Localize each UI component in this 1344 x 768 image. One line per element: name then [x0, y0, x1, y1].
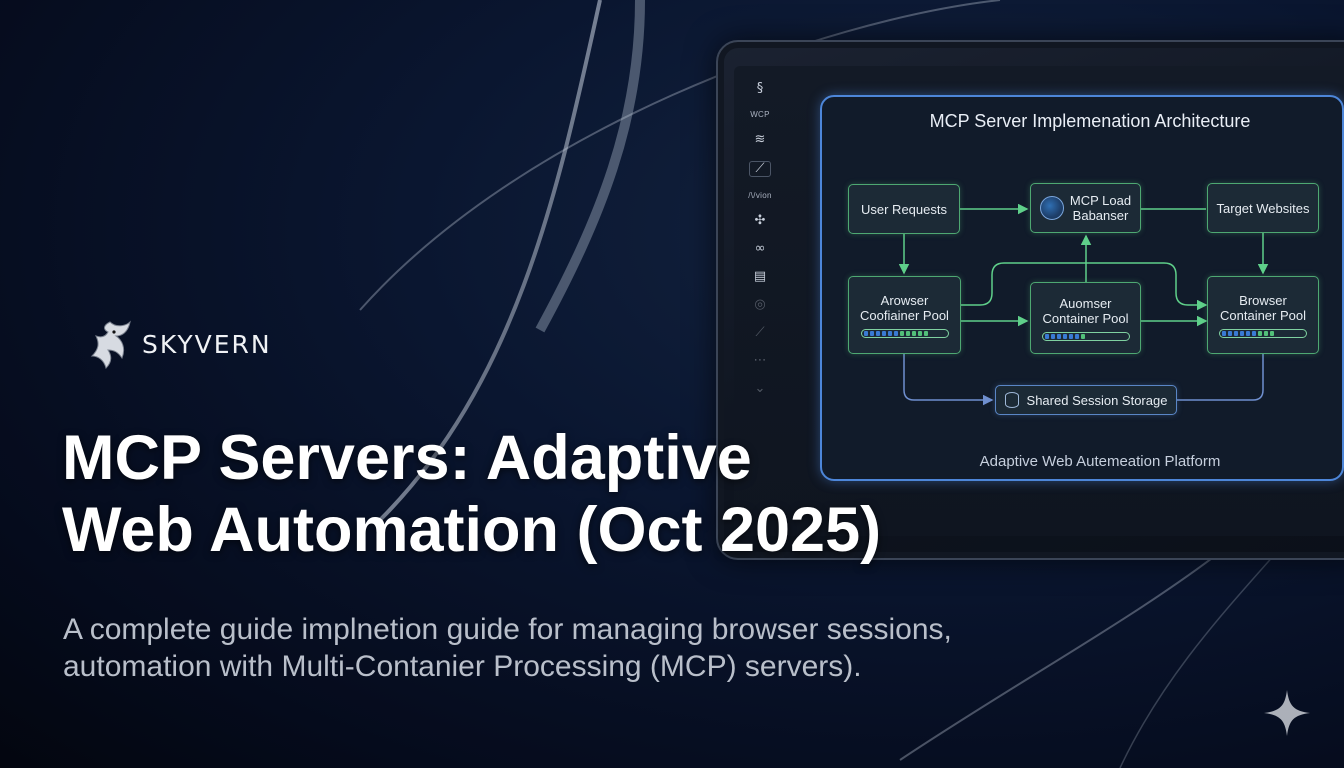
browser-pool-right-node[interactable]: Browser Container Pool — [1207, 276, 1319, 354]
shared-storage-label: Shared Session Storage — [1026, 392, 1168, 408]
dragon-small-icon[interactable]: § — [756, 81, 764, 96]
sparkle-icon — [1264, 690, 1310, 736]
fan-icon[interactable]: ✣ — [754, 213, 766, 228]
database-icon — [1004, 392, 1019, 408]
app-sidebar: § WCP ≋ ⟋ /\/vion ✣ ∞ ▤ ◎ ⟋ ⋯ ⌄ — [738, 72, 782, 396]
shared-storage-node[interactable]: Shared Session Storage — [995, 385, 1177, 415]
stack-icon[interactable]: ≋ — [754, 132, 766, 147]
load-balancer-label-line1: MCP Load — [1069, 193, 1132, 208]
sidebar-label-top: WCP — [750, 110, 770, 119]
user-requests-node[interactable]: User Requests — [848, 184, 960, 234]
load-balancer-node[interactable]: MCP Load Babanser — [1030, 183, 1141, 233]
target-websites-label: Target Websites — [1216, 200, 1310, 216]
subtitle-line-2: automation with Multi-Contanier Processi… — [63, 650, 862, 683]
infinity-icon[interactable]: ∞ — [754, 241, 766, 256]
target-websites-node[interactable]: Target Websites — [1207, 183, 1319, 233]
brand: SKYVERN — [86, 318, 272, 370]
page-subtitle: A complete guide implnetion guide for ma… — [63, 611, 1143, 685]
sidebar-label-mid: /\/vion — [748, 191, 772, 200]
pool-left-label-line1: Arowser — [880, 292, 929, 308]
load-balancer-label-line2: Babanser — [1072, 208, 1129, 223]
cookie-icon — [1039, 196, 1064, 220]
diagram-title: MCP Server Implemenation Architecture — [929, 111, 1251, 131]
brand-name: SKYVERN — [142, 329, 272, 359]
document-icon[interactable]: ▤ — [753, 269, 767, 284]
browser-pool-left-node[interactable]: Arowser Coofiainer Pool — [848, 276, 961, 354]
dragon-icon — [90, 320, 131, 369]
pool-right-label-line2: Container Pool — [1220, 307, 1306, 323]
pool-left-load-bar — [860, 328, 949, 338]
feather-icon[interactable]: ⟋ — [749, 161, 771, 177]
page-title: MCP Servers: Adaptive Web Automation (Oc… — [62, 422, 1142, 566]
circle-icon[interactable]: ◎ — [754, 297, 766, 312]
feather-dim-icon[interactable]: ⟋ — [755, 325, 765, 340]
title-line-2: Web Automation (Oct 2025) — [62, 495, 882, 565]
platform-label: Adaptive Web Autemeation Platform — [979, 453, 1221, 470]
subtitle-line-1: A complete guide implnetion guide for ma… — [63, 613, 952, 646]
browser-pool-center-node[interactable]: Auomser Container Pool — [1030, 282, 1141, 354]
pool-center-load-bar — [1041, 331, 1130, 341]
pool-center-label-line1: Auomser — [1059, 295, 1112, 311]
pool-right-load-bar — [1219, 328, 1307, 338]
chevron-icon[interactable]: ⌄ — [754, 381, 766, 396]
dots-icon[interactable]: ⋯ — [753, 353, 767, 368]
user-requests-label: User Requests — [861, 201, 947, 217]
title-line-1: MCP Servers: Adaptive — [62, 423, 752, 493]
pool-center-label-line2: Container Pool — [1042, 310, 1129, 326]
pool-left-label-line2: Coofiainer Pool — [860, 307, 949, 323]
pool-right-label-line1: Browser — [1239, 292, 1287, 308]
